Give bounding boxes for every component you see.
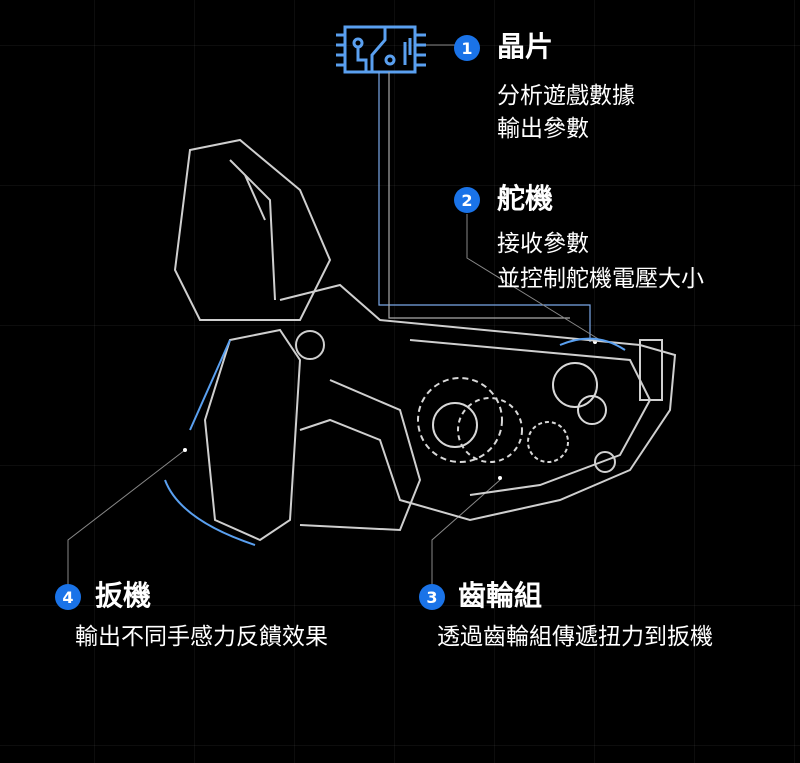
trigger-title: 扳機 [95, 579, 152, 612]
chip-icon [336, 25, 426, 74]
servo-title: 舵機 [497, 182, 554, 215]
chip-desc-line2: 輸出參數 [497, 116, 589, 142]
gear-desc: 透過齒輪組傳遞扭力到扳機 [437, 624, 713, 650]
chip-title: 晶片 [497, 30, 554, 63]
servo-desc-line1: 接收參數 [497, 231, 589, 257]
gear-title: 齒輪組 [458, 579, 543, 612]
gear-set [417, 362, 607, 463]
badge-3: 3 [419, 584, 445, 610]
badge-4: 4 [55, 584, 81, 610]
badge-2: 2 [454, 187, 480, 213]
housing-outline [173, 138, 677, 542]
badge-1: 1 [454, 35, 480, 61]
trigger-desc: 輸出不同手感力反饋效果 [75, 624, 328, 650]
servo-desc-line2: 並控制舵機電壓大小 [497, 266, 704, 292]
chip-desc-line1: 分析遊戲數據 [497, 83, 635, 109]
